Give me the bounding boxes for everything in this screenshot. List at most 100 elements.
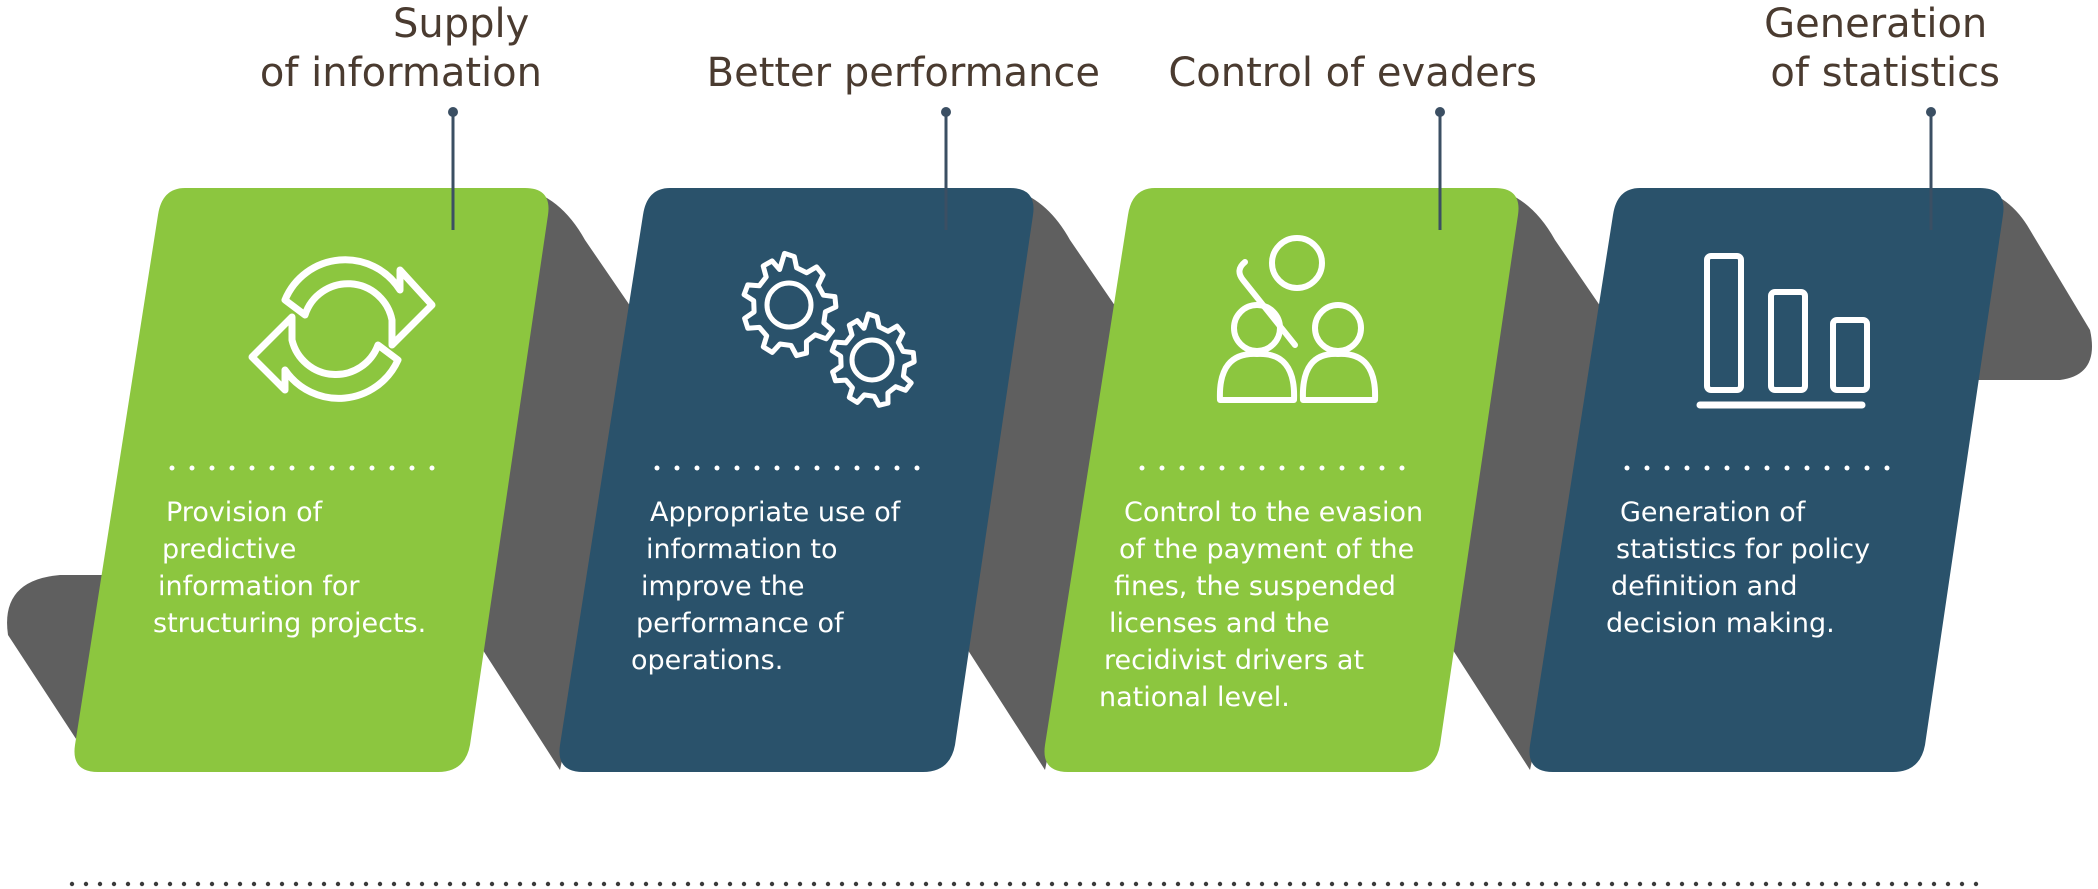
card-shape: [74, 188, 549, 772]
dot: [409, 465, 415, 471]
dot: [265, 881, 271, 887]
dot: [1091, 881, 1097, 887]
bottom-dotted-line: [69, 881, 1979, 887]
dot: [167, 881, 173, 887]
dot: [1239, 465, 1245, 471]
dot: [1875, 881, 1881, 887]
card-separator-4: [1624, 465, 1890, 471]
dot: [734, 465, 740, 471]
dot: [853, 881, 859, 887]
dot: [1861, 881, 1867, 887]
step-title-4-line-2: of statistics: [1770, 50, 2000, 96]
step-description-3-line-6: national level.: [1099, 682, 1290, 713]
step-description-2-line-5: operations.: [631, 645, 783, 676]
step-description-1-line-2: predictive: [162, 534, 296, 565]
dot: [867, 881, 873, 887]
dot: [1609, 881, 1615, 887]
dot: [1497, 881, 1503, 887]
step-description-3-line-5: recidivist drivers at: [1104, 645, 1364, 676]
dot: [1179, 465, 1185, 471]
dot: [894, 465, 900, 471]
dot: [657, 881, 663, 887]
dot: [1724, 465, 1730, 471]
dot: [1359, 465, 1365, 471]
step-description-4-line-1: Generation of: [1620, 497, 1807, 528]
dot: [181, 881, 187, 887]
dot: [1399, 465, 1405, 471]
dot: [1119, 881, 1125, 887]
dot: [237, 881, 243, 887]
dot: [1147, 881, 1153, 887]
dot: [1973, 881, 1979, 887]
dot: [517, 881, 523, 887]
dot: [169, 465, 175, 471]
step-description-4-line-4: decision making.: [1606, 608, 1835, 639]
dot: [1735, 881, 1741, 887]
dot: [1385, 881, 1391, 887]
step-description-2: Appropriate use of information to improv…: [631, 497, 909, 676]
dot: [1721, 881, 1727, 887]
dot: [839, 881, 845, 887]
dot: [1379, 465, 1385, 471]
dot: [1511, 881, 1517, 887]
dot: [289, 465, 295, 471]
dot: [69, 881, 75, 887]
dot: [1847, 881, 1853, 887]
dot: [774, 465, 780, 471]
dot: [727, 881, 733, 887]
dot: [1273, 881, 1279, 887]
dot: [755, 881, 761, 887]
dot: [249, 465, 255, 471]
dot: [1259, 881, 1265, 887]
step-description-2-line-1: Appropriate use of: [650, 497, 902, 528]
dot: [1824, 465, 1830, 471]
dot: [825, 881, 831, 887]
step-description-1-line-4: structuring projects.: [153, 608, 426, 639]
dot: [309, 465, 315, 471]
step-title-4: Generation of statistics: [1764, 1, 2000, 96]
dot: [1595, 881, 1601, 887]
step-description-1-line-3: information for: [158, 571, 360, 602]
connector-3: [1435, 107, 1445, 230]
dot: [1917, 881, 1923, 887]
dot: [391, 881, 397, 887]
dot: [1339, 465, 1345, 471]
dot: [1301, 881, 1307, 887]
dot: [1679, 881, 1685, 887]
dot: [1259, 465, 1265, 471]
dot: [685, 881, 691, 887]
dot: [1105, 881, 1111, 887]
dot: [1161, 881, 1167, 887]
step-description-2-line-4: performance of: [636, 608, 845, 639]
dot: [503, 881, 509, 887]
gears-icon: [741, 250, 917, 408]
dot: [111, 881, 117, 887]
dot: [349, 881, 355, 887]
dot: [694, 465, 700, 471]
dot: [754, 465, 760, 471]
dot: [713, 881, 719, 887]
dot: [1217, 881, 1223, 887]
dot: [1049, 881, 1055, 887]
dot: [1844, 465, 1850, 471]
dot: [1704, 465, 1710, 471]
dot: [223, 881, 229, 887]
dot: [1189, 881, 1195, 887]
bar-chart-icon: [1696, 253, 1870, 409]
dot: [1455, 881, 1461, 887]
dot: [965, 881, 971, 887]
dot: [587, 881, 593, 887]
connector-1: [448, 107, 458, 230]
dot: [783, 881, 789, 887]
dot: [1931, 881, 1937, 887]
dot: [1299, 465, 1305, 471]
dot: [195, 881, 201, 887]
dot: [1279, 465, 1285, 471]
dot: [1744, 465, 1750, 471]
dot: [1763, 881, 1769, 887]
dot: [349, 465, 355, 471]
dot: [834, 465, 840, 471]
step-description-3-line-1: Control to the evasion: [1124, 497, 1423, 528]
step-description-3: Control to the evasion of the payment of…: [1099, 497, 1432, 713]
